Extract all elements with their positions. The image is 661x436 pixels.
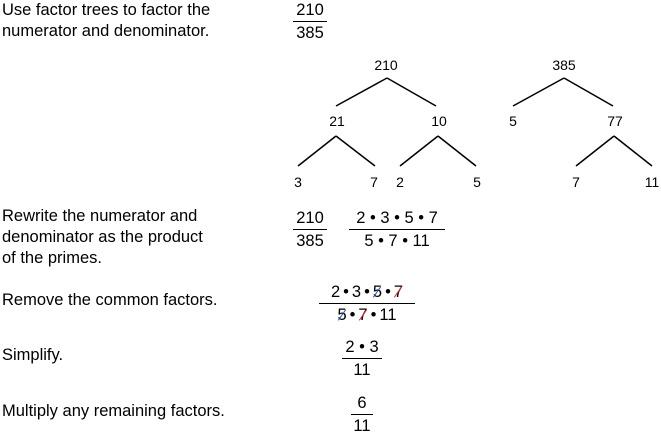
fraction-bar	[351, 414, 373, 415]
prime-product-numerator: 2 • 3 • 5 • 7	[356, 209, 438, 227]
step-3-label: Remove the common factors.	[2, 290, 218, 311]
tree-385-node-77: 77	[607, 113, 623, 129]
tree-210-branch-left	[335, 77, 388, 107]
tree-210-leaf-3: 3	[294, 174, 302, 190]
tree-385-branch-left	[512, 77, 565, 107]
tree-21-branch-left	[297, 135, 337, 167]
cancel-num-factor-3: 3	[351, 283, 362, 301]
tree-385-branch-right	[563, 77, 614, 107]
tree-77-branch-left	[575, 135, 615, 167]
tree-210-node-21: 21	[329, 113, 345, 129]
step-3-line-1: Remove the common factors.	[2, 291, 218, 309]
rewrite-original-numerator: 210	[296, 209, 324, 227]
result-numerator: 6	[357, 394, 367, 412]
tree-385-root: 385	[552, 57, 576, 73]
tree-210-node-10: 10	[431, 113, 447, 129]
rewrite-original-fraction: 210 385	[293, 208, 327, 251]
cancel-den-factor-7: 7	[358, 306, 368, 324]
tree-210-branch-right	[386, 77, 437, 107]
cancel-num-factor-2: 2	[330, 283, 341, 301]
tree-385-leaf-7: 7	[572, 174, 580, 190]
cancel-den-factor-5: 5	[337, 306, 347, 324]
cancel-num-factor-5-struck: 5	[373, 282, 382, 302]
step-5-label: Multiply any remaining factors.	[2, 401, 225, 422]
result-fraction: 6 11	[351, 393, 373, 436]
simplified-denominator: 11	[353, 361, 371, 379]
tree-10-branch-left	[399, 135, 439, 167]
tree-385-leaf-11: 11	[644, 174, 660, 190]
tree-10-branch-right	[437, 135, 477, 167]
cancel-num-factor-7: 7	[393, 283, 404, 301]
step-2-line-3: of the primes.	[2, 249, 102, 267]
step-2-label: Rewrite the numerator and denominator as…	[2, 206, 203, 269]
fraction-bar	[293, 21, 327, 22]
original-fraction: 210 385	[293, 0, 327, 43]
prime-product-fraction: 2 • 3 • 5 • 7 5 • 7 • 11	[349, 208, 445, 251]
fraction-bar	[342, 358, 382, 359]
cancel-denominator: 5•7•11	[337, 305, 397, 325]
simplified-numerator: 2 • 3	[345, 338, 379, 356]
step-4-label: Simplify.	[2, 345, 63, 366]
simplified-fraction: 2 • 3 11	[342, 337, 382, 380]
tree-21-branch-right	[335, 135, 376, 167]
cancel-fraction: 2•3•5•7 5•7•11	[319, 282, 415, 325]
cancel-den-factor-5-struck: 5	[337, 305, 346, 325]
step-2-line-2: denominator as the product	[2, 228, 203, 246]
cancel-num-factor-5: 5	[372, 283, 383, 301]
fraction-bar	[319, 303, 415, 304]
tree-210-leaf-5: 5	[473, 174, 481, 190]
rewrite-original-denominator: 385	[296, 232, 324, 250]
fraction-bar	[349, 229, 445, 230]
cancel-numerator: 2•3•5•7	[330, 282, 404, 302]
cancel-den-factor-7-struck: 7	[358, 305, 367, 325]
tree-385-node-5: 5	[509, 113, 517, 129]
step-1-line-1: Use factor trees to factor the	[2, 1, 211, 19]
original-numerator: 210	[296, 1, 324, 19]
step-2-line-1: Rewrite the numerator and	[2, 207, 198, 225]
fraction-bar	[293, 229, 327, 230]
step-5-line-1: Multiply any remaining factors.	[2, 402, 225, 420]
step-4-line-1: Simplify.	[2, 346, 64, 364]
prime-product-denominator: 5 • 7 • 11	[364, 232, 430, 250]
cancel-den-factor-11: 11	[379, 306, 397, 324]
tree-210-leaf-2: 2	[396, 174, 404, 190]
cancel-num-factor-7-struck: 7	[394, 282, 403, 302]
original-denominator: 385	[296, 24, 324, 42]
tree-210-leaf-7: 7	[370, 174, 378, 190]
step-1-label: Use factor trees to factor the numerator…	[2, 0, 210, 42]
step-1-line-2: numerator and denominator.	[2, 22, 210, 40]
result-denominator: 11	[353, 417, 371, 435]
tree-210-root: 210	[374, 57, 398, 73]
tree-77-branch-right	[613, 135, 653, 167]
